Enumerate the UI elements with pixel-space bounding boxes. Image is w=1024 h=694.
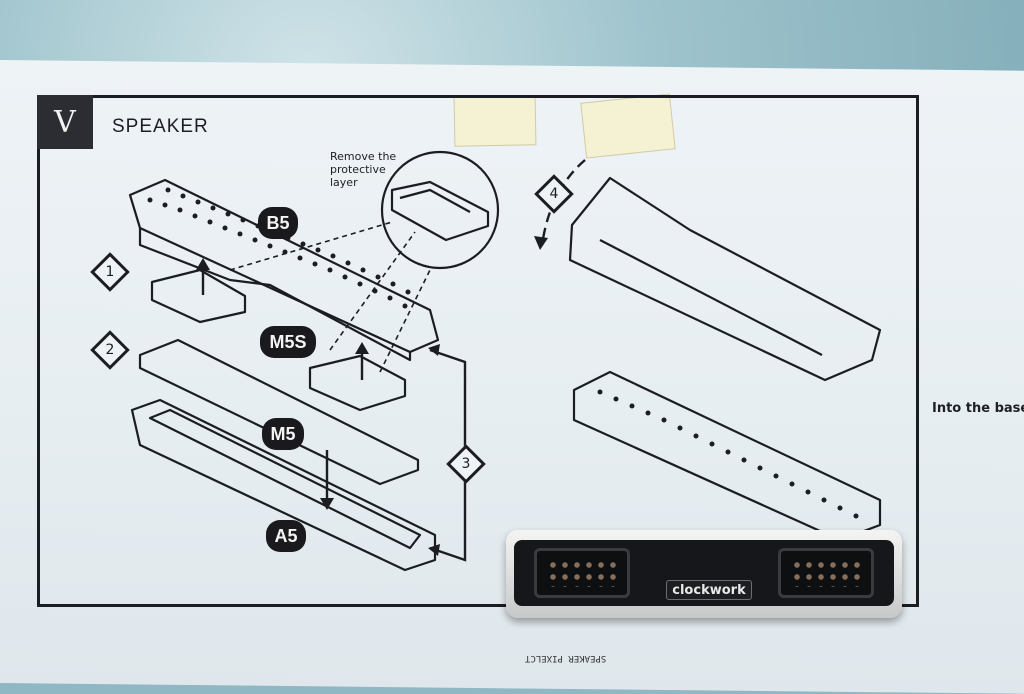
grill-holes-right <box>791 559 861 587</box>
speaker-grill-right <box>778 548 874 598</box>
callout-line-1: Remove the <box>330 150 397 163</box>
lid-open <box>568 176 882 382</box>
speaker-right <box>308 354 407 412</box>
callout-line-3: layer <box>330 176 358 189</box>
part-label-a5: A5 <box>266 520 306 552</box>
top-cover-side <box>138 228 412 362</box>
grill-holes-left <box>547 559 617 587</box>
part-label-b5: B5 <box>258 207 298 239</box>
callout-line-2: protective <box>330 163 386 176</box>
part-label-m5: M5 <box>262 418 304 450</box>
speaker-module: clockwork <box>506 530 902 618</box>
callout-circle <box>380 150 500 270</box>
closed-case <box>572 370 882 542</box>
section-title: SPEAKER <box>112 116 209 137</box>
speaker-left <box>150 268 247 324</box>
base-tray-a5 <box>130 398 437 572</box>
brand-label: clockwork <box>666 580 752 600</box>
part-label-m5s: M5S <box>260 326 316 358</box>
speaker-grill-left <box>534 548 630 598</box>
pcb-plate <box>138 338 420 486</box>
base-tray-inner <box>148 408 422 550</box>
callout-part <box>390 180 490 242</box>
section-frame <box>37 95 919 607</box>
side-text: Into the base <box>932 401 1024 416</box>
callout-text: Remove the protective layer <box>330 150 396 189</box>
section-numeral: V <box>37 95 93 149</box>
speaker-module-board: clockwork <box>514 540 894 606</box>
bottom-sheet-text: SPEAKER PIXELCT <box>525 653 607 663</box>
